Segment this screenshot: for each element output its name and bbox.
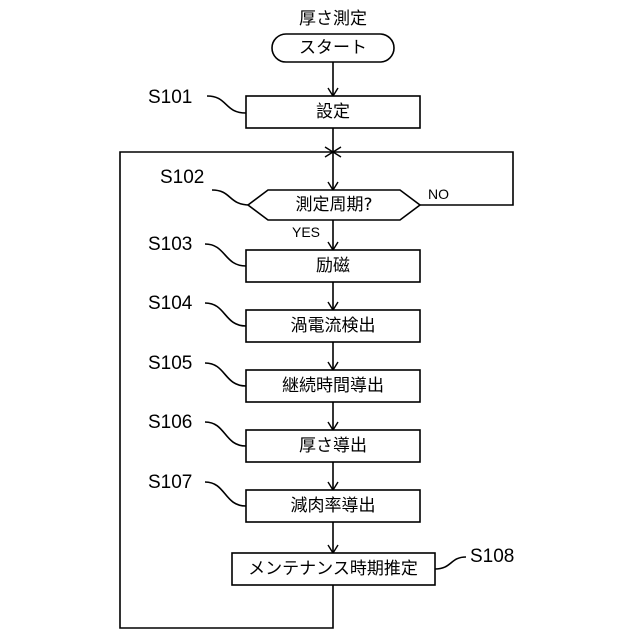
leader-s107: [205, 482, 246, 506]
leader-s102: [212, 190, 250, 205]
step-id-s102: S102: [160, 167, 204, 188]
leader-s105: [205, 363, 246, 386]
leader-s108: [435, 557, 466, 569]
no-label: NO: [428, 186, 449, 202]
process-label-s104: 渦電流検出: [291, 316, 376, 336]
step-id-s106: S106: [148, 412, 192, 433]
process-label-s108: メンテナンス時期推定: [248, 559, 418, 579]
process-label-s105: 継続時間導出: [282, 376, 384, 396]
process-label-s101: 設定: [316, 102, 350, 122]
step-id-s101: S101: [148, 87, 192, 108]
decision-label-s102: 測定周期?: [295, 195, 372, 215]
process-label-s103: 励磁: [316, 256, 350, 276]
leader-s103: [205, 244, 246, 266]
diagram-title: 厚さ測定: [299, 9, 367, 29]
start-terminal-label: スタート: [299, 38, 367, 58]
step-id-s105: S105: [148, 353, 192, 374]
leader-s101: [207, 96, 246, 113]
step-id-s104: S104: [148, 293, 193, 314]
leader-s104: [205, 303, 246, 326]
step-id-s108: S108: [470, 546, 514, 567]
process-label-s106: 厚さ導出: [299, 436, 367, 456]
step-id-s107: S107: [148, 472, 192, 493]
step-id-s103: S103: [148, 234, 192, 255]
yes-label: YES: [292, 224, 320, 240]
process-label-s107: 減肉率導出: [291, 496, 376, 516]
leader-s106: [205, 422, 246, 446]
